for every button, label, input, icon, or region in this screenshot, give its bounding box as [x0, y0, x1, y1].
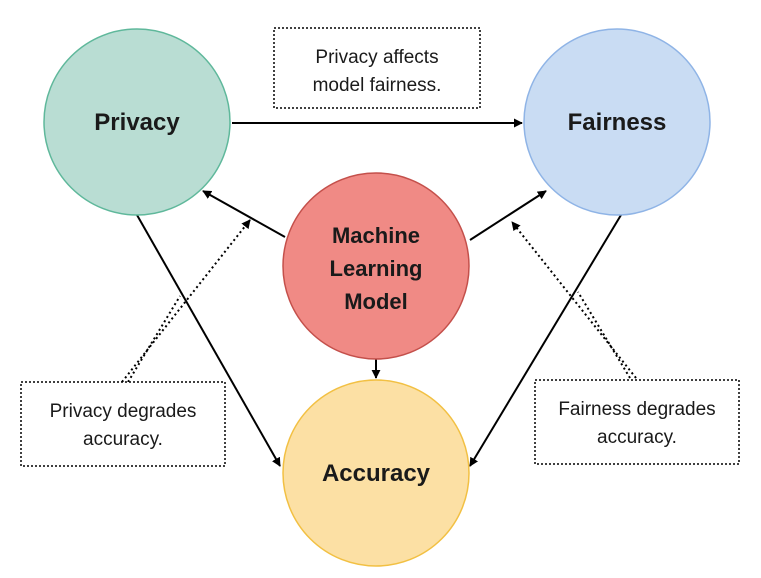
- note-privacy-accuracy: Privacy degrades accuracy.: [20, 381, 226, 467]
- privacy-circle: [43, 28, 231, 216]
- note-privacy-accuracy-line-1: Privacy degrades: [50, 401, 197, 422]
- edge-privacy-to-accuracy: [136, 214, 281, 467]
- note-privacy-fairness: Privacy affects model fairness.: [273, 27, 481, 109]
- note-privacy-accuracy-box: [20, 381, 226, 467]
- accuracy-label: Accuracy: [322, 460, 431, 487]
- model-label-line-2: Learning: [330, 256, 423, 281]
- edge-model-to-privacy: [202, 190, 286, 238]
- accuracy-node: Accuracy: [282, 379, 470, 567]
- fairness-label: Fairness: [568, 109, 667, 136]
- fairness-node: Fairness: [523, 28, 711, 216]
- note-privacy-fairness-line-1: Privacy affects: [315, 47, 438, 68]
- edge-model-to-fairness: [469, 190, 547, 241]
- privacy-label: Privacy: [94, 109, 180, 136]
- note-fairness-accuracy-box: [534, 379, 740, 465]
- model-label-line-3: Model: [344, 289, 408, 314]
- note-fairness-accuracy-line-1: Fairness degrades: [558, 399, 715, 420]
- note-privacy-accuracy-line-2: accuracy.: [83, 429, 163, 450]
- model-circle: [282, 172, 470, 360]
- accuracy-circle: [282, 379, 470, 567]
- note-privacy-fairness-box: [273, 27, 481, 109]
- note-connector-fairness-accuracy-tick: [577, 291, 631, 379]
- edge-fairness-to-accuracy: [469, 214, 622, 467]
- model-node: Machine Learning Model: [282, 172, 470, 360]
- note-fairness-accuracy: Fairness degrades accuracy.: [534, 379, 740, 465]
- note-privacy-fairness-line-2: model fairness.: [313, 75, 442, 96]
- model-label-line-1: Machine: [332, 223, 420, 248]
- privacy-node: Privacy: [43, 28, 231, 216]
- note-connector-fairness-accuracy: [511, 221, 637, 379]
- note-connector-privacy-accuracy-tick: [127, 295, 181, 383]
- fairness-circle: [523, 28, 711, 216]
- note-fairness-accuracy-line-2: accuracy.: [597, 427, 677, 448]
